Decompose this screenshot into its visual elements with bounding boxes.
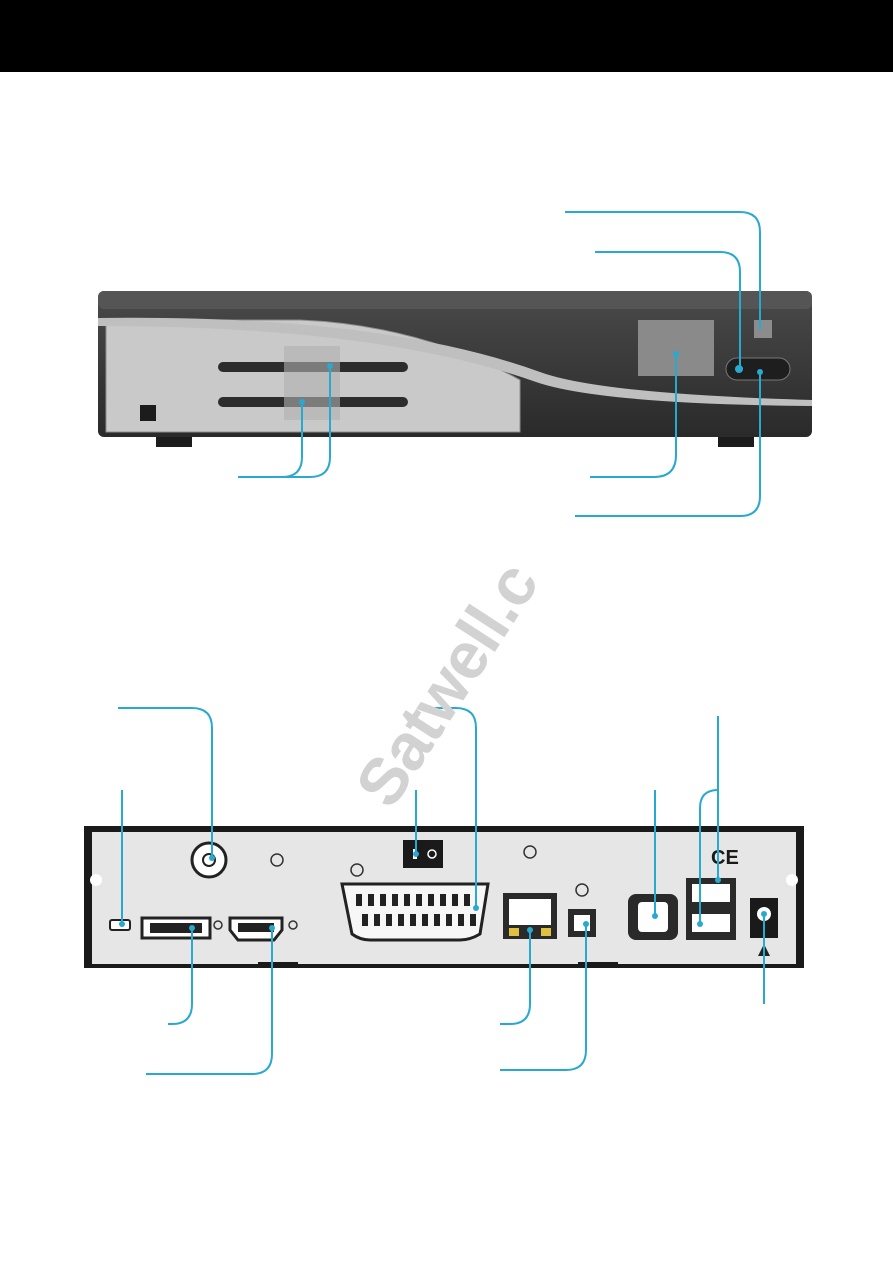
front-top-edge: [98, 291, 812, 309]
front-foot-right: [718, 437, 754, 447]
callout-hdmi: [146, 928, 273, 1075]
coax-connector: [190, 841, 228, 879]
scart-pins: [356, 894, 476, 926]
callout-usb-a-2: [699, 789, 719, 924]
callout-slot-upper: [282, 366, 331, 478]
callout-usb-b: [500, 924, 587, 1071]
mount-hole-left: [90, 874, 102, 886]
header-bar: [0, 0, 893, 72]
callout-lnb: [118, 707, 213, 858]
screw-3: [523, 845, 537, 859]
callout-scart: [422, 707, 477, 908]
screw-5: [288, 920, 298, 930]
front-foot-left: [156, 437, 192, 447]
callout-led: [565, 211, 761, 330]
rear-view: CE: [84, 707, 804, 1075]
power-button: [725, 357, 791, 381]
screw-6: [213, 920, 223, 930]
rear-foot-right: [578, 962, 618, 968]
rear-callouts: [118, 707, 765, 1075]
power-switch: [403, 840, 443, 868]
standby-led: [754, 320, 772, 338]
mount-hole-right: [786, 874, 798, 886]
callout-rj45: [500, 930, 531, 1025]
front-view: [98, 211, 812, 517]
scart-port: [340, 882, 490, 942]
callout-display: [590, 354, 677, 478]
callout-power: [595, 251, 741, 369]
front-callouts: [238, 211, 761, 517]
slot-cover: [284, 346, 340, 420]
ce-mark: CE: [711, 847, 739, 869]
screw-4: [575, 883, 589, 897]
rear-foot-left: [258, 962, 298, 968]
screw-1: [270, 853, 284, 867]
callout-esata: [168, 928, 193, 1025]
callout-standby: [575, 372, 761, 517]
screw-2: [350, 863, 364, 877]
front-swoosh: [98, 317, 812, 406]
eject-tab: [140, 405, 156, 421]
